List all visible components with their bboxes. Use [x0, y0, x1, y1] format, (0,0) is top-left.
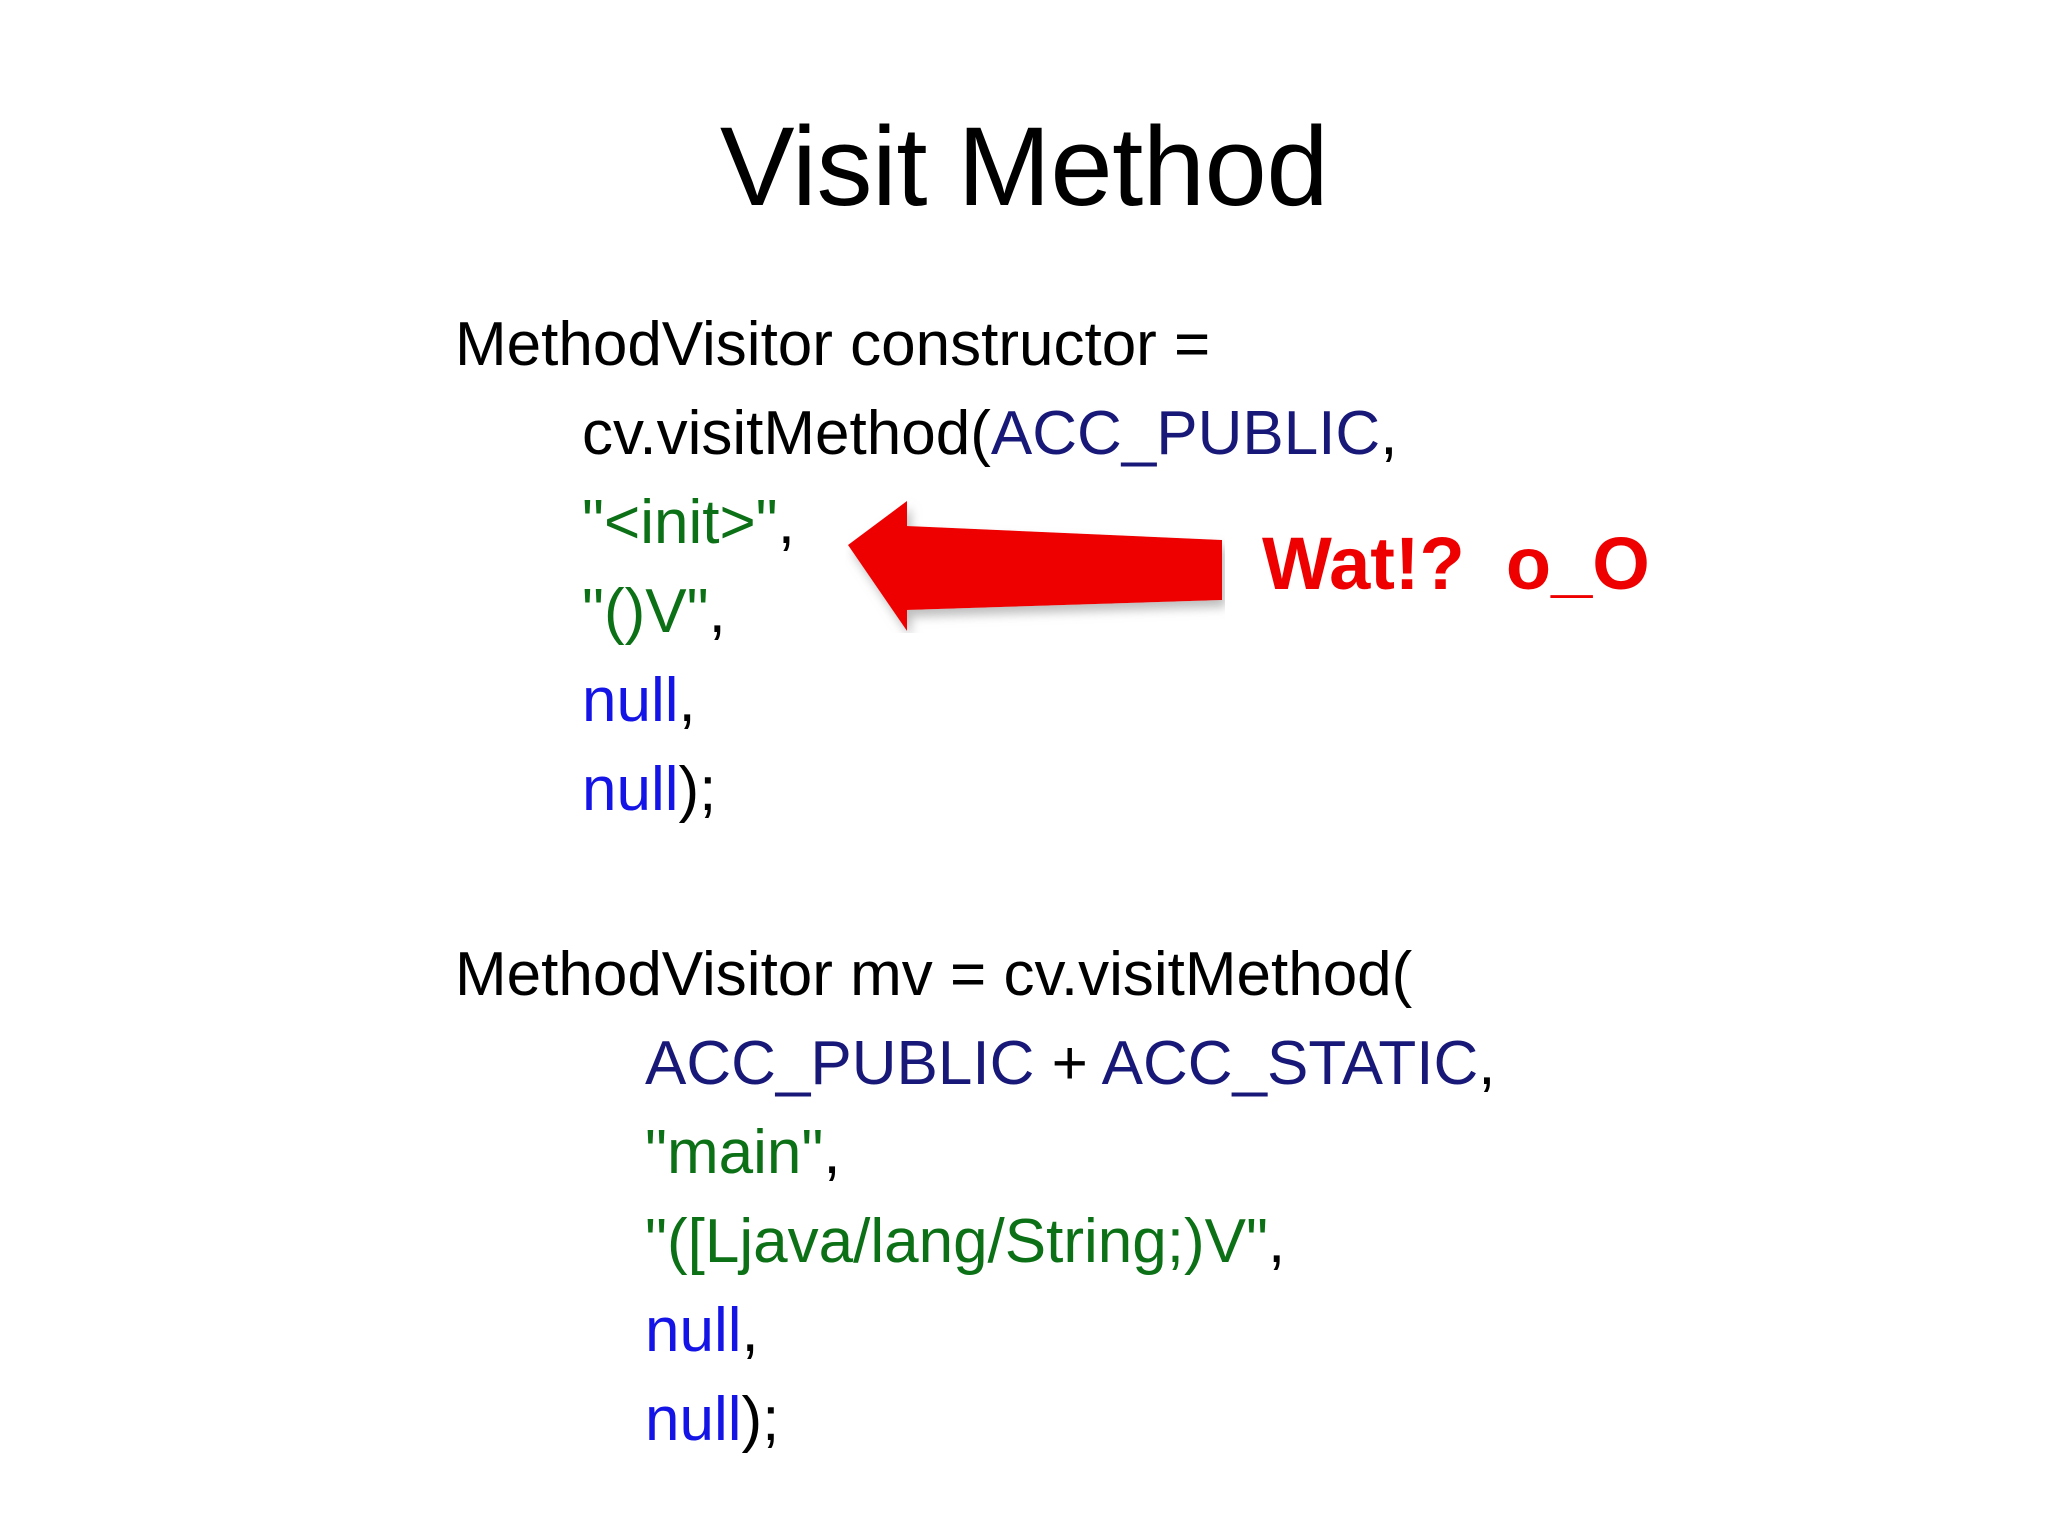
- code-token: ,: [678, 666, 696, 735]
- code-token: );: [678, 755, 717, 824]
- code-token: null: [645, 1296, 742, 1365]
- code-line: null);: [0, 1375, 2048, 1464]
- code-line: "([Ljava/lang/String;)V",: [0, 1197, 2048, 1286]
- code-token: MethodVisitor constructor =: [455, 310, 1211, 379]
- code-token: );: [741, 1385, 780, 1454]
- code-line: "<init>",: [0, 478, 2048, 567]
- code-token: "([Ljava/lang/String;)V": [645, 1207, 1268, 1276]
- code-token: cv.visitMethod(: [582, 399, 991, 468]
- code-token: ,: [1267, 1207, 1286, 1276]
- code-token: ,: [708, 577, 726, 646]
- code-token: ,: [1478, 1029, 1496, 1098]
- code-line: "()V",: [0, 567, 2048, 656]
- code-token: "<init>": [582, 488, 778, 557]
- code-line: null,: [0, 656, 2048, 745]
- code-block-constructor: MethodVisitor constructor = cv.visitMetho…: [0, 300, 2048, 834]
- code-line: ACC_PUBLIC + ACC_STATIC,: [0, 1019, 2048, 1108]
- code-token: "()V": [582, 577, 709, 646]
- code-token: ACC_PUBLIC: [645, 1029, 1035, 1098]
- code-block-main: MethodVisitor mv = cv.visitMethod( ACC_PU…: [0, 930, 2048, 1464]
- code-line: "main",: [0, 1108, 2048, 1197]
- page-title: Visit Method: [719, 104, 1329, 229]
- wat-annotation-label: Wat!? o_O: [1262, 522, 1650, 605]
- code-line: cv.visitMethod(ACC_PUBLIC,: [0, 389, 2048, 478]
- code-token: null: [582, 755, 679, 824]
- code-line: null,: [0, 1286, 2048, 1375]
- code-token: +: [1034, 1029, 1102, 1098]
- code-token: ,: [777, 488, 795, 557]
- code-token: ,: [823, 1118, 841, 1187]
- code-line: MethodVisitor mv = cv.visitMethod(: [0, 930, 2048, 1019]
- code-token: ,: [741, 1296, 759, 1365]
- code-token: null: [645, 1385, 742, 1454]
- code-token: MethodVisitor mv = cv.visitMethod(: [455, 940, 1413, 1009]
- code-token: ACC_STATIC: [1101, 1029, 1479, 1098]
- code-token: null: [582, 666, 679, 735]
- code-line: MethodVisitor constructor =: [0, 300, 2048, 389]
- code-token: ACC_PUBLIC: [990, 399, 1381, 468]
- code-token: "main": [645, 1118, 824, 1187]
- code-line: null);: [0, 745, 2048, 834]
- code-token: ,: [1380, 399, 1398, 468]
